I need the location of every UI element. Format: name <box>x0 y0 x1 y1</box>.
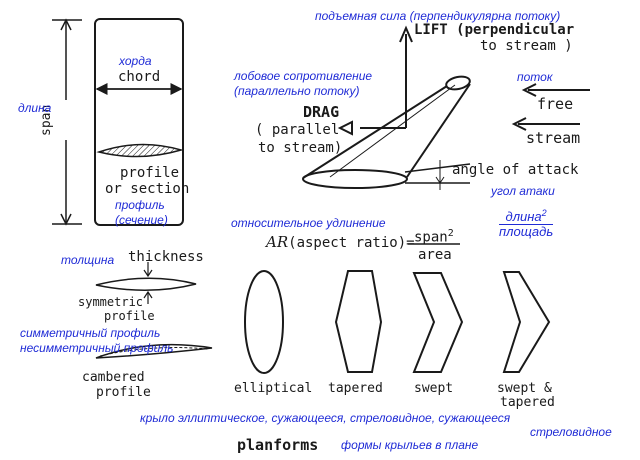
stream-label: stream <box>526 129 581 147</box>
lift-label-2: to stream ) <box>480 38 573 54</box>
ru-profile: профиль <box>115 198 165 212</box>
symmetric-profile-drawing <box>95 262 197 304</box>
symmetric-label-2: profile <box>104 309 155 323</box>
chord-label: chord <box>118 69 161 85</box>
ru-chord: хорда <box>119 54 152 68</box>
perspective-wing <box>302 75 471 189</box>
ru-angle: угол атаки <box>491 184 555 198</box>
ru-thickness: толщина <box>61 253 115 267</box>
cambered-label: cambered <box>82 370 145 385</box>
ru-fraction-denominator: площадь <box>499 224 554 239</box>
ru-stream: поток <box>517 70 553 84</box>
planform-swept <box>412 272 464 373</box>
cambered-profile-drawing <box>95 343 213 359</box>
drag-paren-1: ( parallel <box>255 122 340 138</box>
wing-rectangle <box>94 18 184 226</box>
ru-lift: подъемная сила (перпендикулярна потоку) <box>315 9 561 23</box>
thickness-label: thickness <box>128 249 204 265</box>
planforms-label: planforms <box>237 436 319 454</box>
ru-planforms: формы крыльев в плане <box>341 438 479 452</box>
aspect-ratio-label: AR(aspect ratio)= <box>266 233 415 251</box>
planform-swept-tapered <box>502 271 551 373</box>
ru-span: длина <box>18 101 52 115</box>
lift-arrow <box>337 25 413 136</box>
or-section-label: or section <box>105 181 190 197</box>
ru-drag-1: лобовое сопротивление <box>234 69 373 83</box>
swept-tapered-label-2: tapered <box>500 395 555 410</box>
ru-symmetric: симметричный профиль <box>20 326 161 340</box>
ru-section: (сечение) <box>115 213 168 227</box>
aspect-symbol: AR <box>266 233 289 251</box>
ru-fraction: длина2 площадь <box>499 208 554 239</box>
aspect-numerator: span2 <box>414 228 454 246</box>
profile-label: profile <box>120 165 180 181</box>
lift-label: LIFT (perpendicular <box>414 22 575 38</box>
drag-paren-2: to stream) <box>258 140 343 156</box>
wing-profile-hatched <box>96 143 184 158</box>
angle-of-attack <box>404 160 471 190</box>
free-stream-arrows <box>511 83 590 131</box>
ru-aspect: относительное удлинение <box>231 216 386 230</box>
planform-tapered <box>334 270 383 373</box>
ru-cambered: несимметричный профиль <box>20 341 174 355</box>
free-label: free <box>537 95 574 113</box>
aspect-denominator: area <box>418 247 452 263</box>
span-dimension <box>52 18 82 226</box>
drag-label: DRAG <box>303 103 340 121</box>
ru-drag-2: (параллельно потоку) <box>234 84 360 98</box>
swept-label: swept <box>414 381 454 396</box>
cambered-label-2: profile <box>96 385 151 400</box>
ru-wing-types: крыло эллиптическое, сужающееся, стрелов… <box>140 411 511 425</box>
ru-wing-types-2: стреловидное <box>530 425 612 439</box>
planform-elliptical <box>244 270 284 374</box>
symmetric-label: symmetric <box>78 295 144 309</box>
angle-of-attack-label: angle of attack <box>452 162 579 178</box>
elliptical-label: elliptical <box>234 381 313 396</box>
tapered-label: tapered <box>328 381 383 396</box>
ru-fraction-numerator: длина2 <box>499 208 554 225</box>
swept-tapered-label: swept & <box>497 381 552 396</box>
